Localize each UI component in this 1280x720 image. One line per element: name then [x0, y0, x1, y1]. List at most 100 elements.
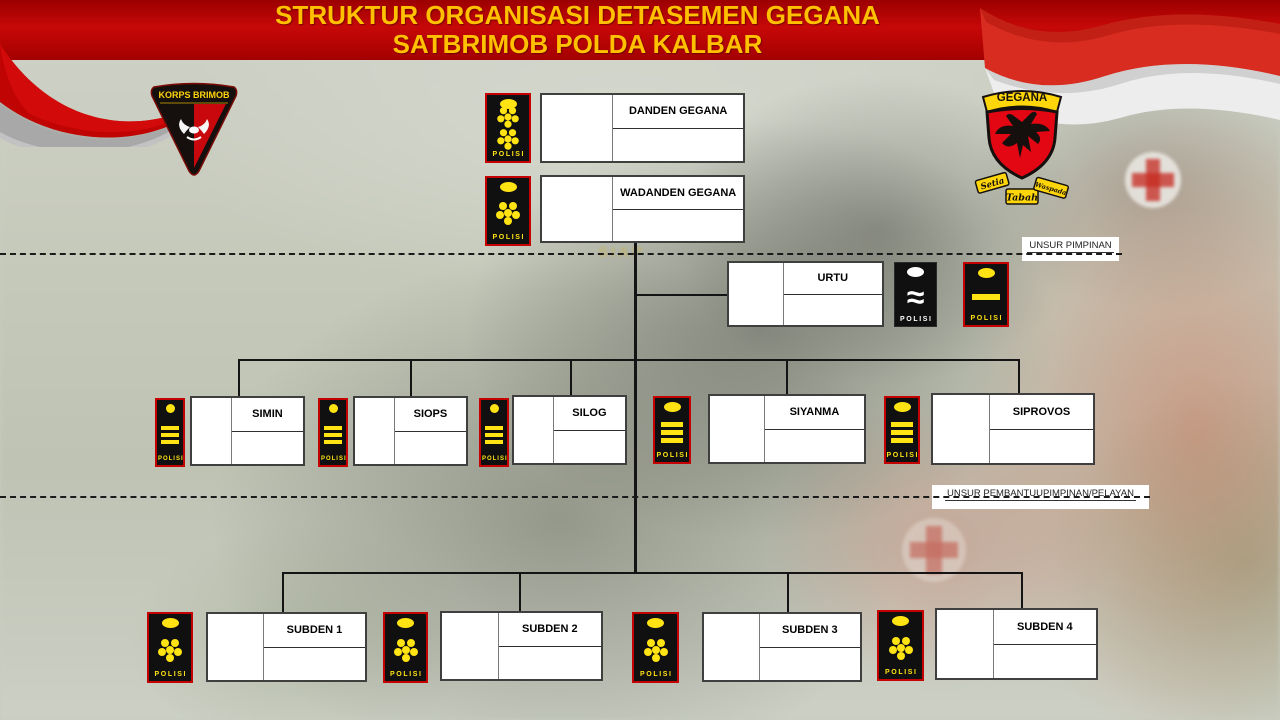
page-title-line2: SATBRIMOB POLDA KALBAR [392, 29, 763, 59]
unit-title: SIMIN [231, 398, 303, 432]
rank-oval-icon [161, 618, 179, 628]
one-flower-rank-icon [504, 209, 512, 217]
one-bar-rank-icon [972, 293, 1000, 300]
unit-title: SILOG [553, 397, 625, 431]
polisi-label: POLISI [492, 234, 526, 241]
rank-insignia-siyanma: POLISI [653, 396, 691, 464]
connector-drop-simin [238, 359, 240, 397]
rank-oval-icon [499, 182, 517, 192]
photo-cell [208, 614, 264, 680]
unit-title: SUBDEN 3 [759, 614, 860, 648]
one-flower-rank-icon [896, 643, 905, 652]
connector-trunk [634, 243, 637, 574]
three-bars-rank-icon [324, 425, 342, 444]
photo-cell [933, 395, 990, 463]
unit-box-subden2: SUBDEN 2 [440, 611, 603, 681]
red-cross-patch-icon [902, 518, 966, 582]
rank-insignia-urtu-aiptu: ≈ POLISI [894, 262, 937, 327]
section-label-pembantu-text: UNSUR PEMBANTUUPIMPINAN/PELAYAN [944, 488, 1137, 501]
rank-insignia-subden2: POLISI [383, 612, 428, 683]
section-label-pimpinan: UNSUR PIMPINAN [1022, 237, 1119, 261]
unit-title: URTU [783, 263, 882, 295]
polisi-label: POLISI [640, 671, 673, 678]
rank-insignia-silog: POLISI [479, 398, 509, 467]
photo-cell [355, 398, 395, 464]
rank-oval-icon [397, 618, 414, 628]
unit-box-simin: SIMIN [190, 396, 305, 466]
rank-insignia-urtu-ipda: POLISI [963, 262, 1009, 327]
polisi-label: POLISI [900, 316, 933, 323]
korps-brimob-badge-icon: KORPS BRIMOB [150, 82, 238, 176]
name-cell [554, 431, 625, 464]
rank-circle-icon [165, 404, 175, 413]
rank-insignia-wadanden: POLISI [485, 176, 531, 246]
gegana-label: GEGANA [997, 92, 1047, 104]
connector-drop-siyanma [786, 359, 788, 395]
one-flower-rank-icon [166, 645, 174, 654]
rank-insignia-siprovos: POLISI [884, 396, 920, 464]
polisi-label: POLISI [970, 315, 1004, 322]
photo-cell [710, 396, 765, 462]
name-cell [765, 430, 864, 463]
connector-drop-subden4 [1021, 572, 1023, 609]
one-flower-rank-icon [401, 645, 410, 654]
gegana-motto-center: Tabah [1006, 193, 1038, 204]
three-bars-rank-icon [891, 421, 913, 443]
photo-cell [542, 95, 614, 161]
photo-cell [542, 177, 614, 241]
polisi-label: POLISI [481, 456, 508, 462]
unit-title: DANDEN GEGANA [613, 95, 743, 129]
three-bars-rank-icon [661, 421, 683, 443]
connector-drop-subden3 [787, 572, 789, 613]
connector-drop-siprovos [1018, 359, 1020, 394]
unit-box-subden1: SUBDEN 1 [206, 612, 367, 682]
double-wave-rank-icon: ≈ [906, 278, 925, 315]
name-cell [613, 129, 743, 162]
unit-box-danden: DANDEN GEGANA [540, 93, 745, 163]
connector-drop-siops [410, 359, 412, 397]
rank-oval-icon [893, 402, 911, 412]
photo-cell [729, 263, 784, 325]
unit-title: SUBDEN 1 [263, 614, 365, 648]
unit-title: SUBDEN 2 [498, 613, 601, 647]
one-flower-rank-icon [651, 645, 660, 654]
name-cell [760, 648, 860, 681]
connector-urtu [637, 294, 727, 296]
rank-insignia-danden: POLISI [485, 93, 531, 163]
polisi-label: POLISI [157, 456, 184, 462]
unit-box-wadanden: WADANDEN GEGANA [540, 175, 745, 243]
unit-box-subden4: SUBDEN 4 [935, 608, 1098, 680]
red-ribbon-graphic [0, 44, 210, 147]
name-cell [499, 647, 601, 680]
separator-line-pembantu [0, 496, 1150, 498]
connector-drop-subden1 [282, 572, 284, 613]
rank-insignia-subden1: POLISI [147, 612, 193, 683]
unit-title: WADANDEN GEGANA [613, 177, 743, 210]
unit-box-siyanma: SIYANMA [708, 394, 866, 464]
name-cell [613, 210, 743, 242]
photo-cell [514, 397, 554, 463]
two-flowers-rank-icon [494, 106, 522, 150]
rank-insignia-subden4: POLISI [877, 610, 924, 681]
background-photo-text: SIAP [598, 244, 646, 261]
unit-box-silog: SILOG [512, 395, 627, 465]
polisi-label: POLISI [885, 669, 918, 676]
section-label-pimpinan-text: UNSUR PIMPINAN [1027, 240, 1114, 253]
polisi-label: POLISI [154, 671, 188, 678]
photo-cell [192, 398, 232, 464]
connector-drop-silog [570, 359, 572, 396]
unit-title: SUBDEN 4 [993, 610, 1096, 645]
rank-insignia-siops: POLISI [318, 398, 348, 467]
rank-oval-icon [647, 618, 664, 628]
name-cell [395, 432, 466, 465]
unit-title: SIOPS [394, 398, 466, 432]
rank-oval-icon [663, 402, 681, 412]
polisi-label: POLISI [886, 452, 920, 459]
unit-box-urtu: URTU [727, 261, 884, 327]
indonesian-flag-graphic [980, 8, 1280, 125]
three-bars-rank-icon [161, 425, 179, 444]
unit-title: SIYANMA [764, 396, 864, 430]
page-title: STRUKTUR ORGANISASI DETASEMEN GEGANA SAT… [0, 1, 1155, 59]
rank-insignia-simin: POLISI [155, 398, 185, 467]
rank-oval-icon [977, 268, 995, 278]
